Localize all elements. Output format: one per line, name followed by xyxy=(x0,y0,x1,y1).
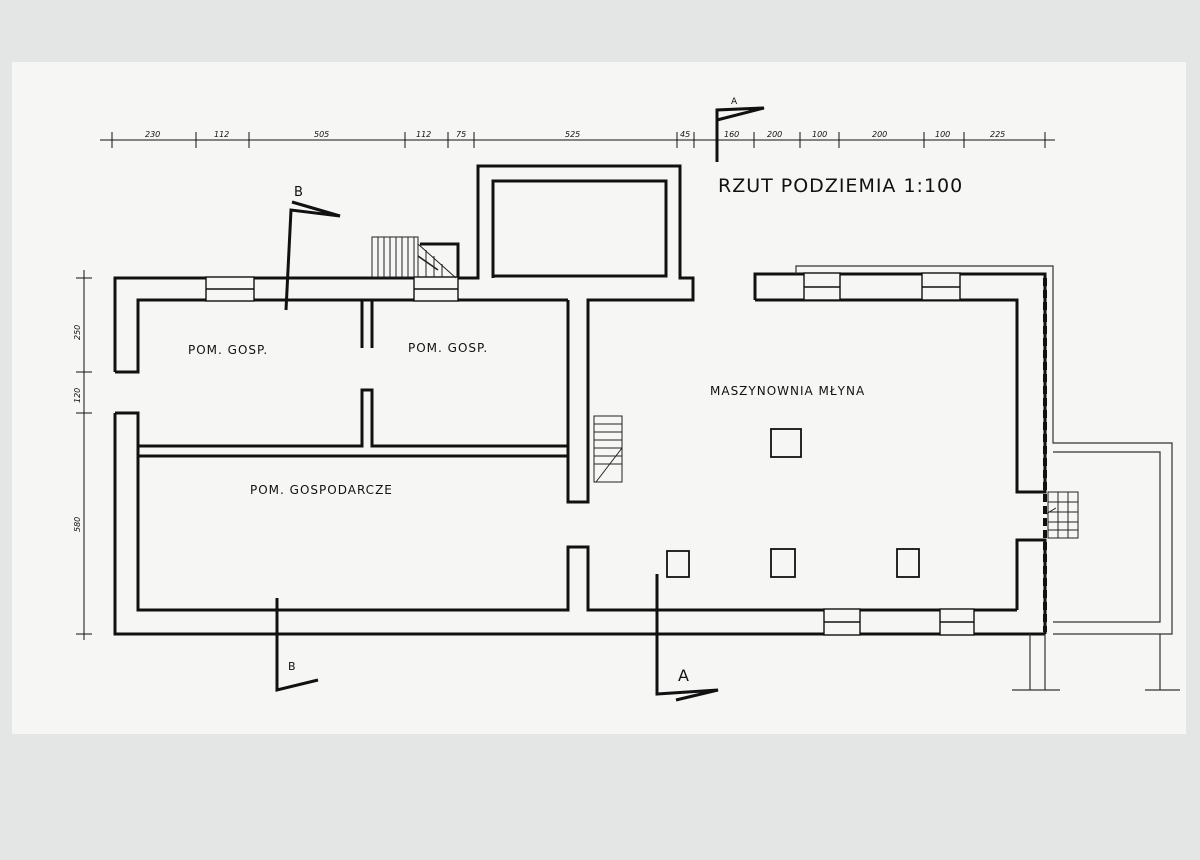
pillar xyxy=(770,548,796,578)
dim-top-3: 505 xyxy=(314,130,329,139)
dim-top-5: 75 xyxy=(456,130,466,139)
section-mark-b-bottom: B xyxy=(288,660,297,673)
dim-top-12: 100 xyxy=(935,130,950,139)
dim-left-2: 120 xyxy=(73,388,82,403)
dim-top-8: 160 xyxy=(724,130,739,139)
section-mark-a-bottom: A xyxy=(678,666,690,685)
dim-top-6: 525 xyxy=(565,130,580,139)
section-mark-b-top: B xyxy=(294,185,304,200)
walls xyxy=(113,164,1047,636)
drawing-sheet xyxy=(12,62,1186,734)
pillar xyxy=(770,428,802,458)
section-line-b xyxy=(275,200,341,692)
dimension-line-left xyxy=(76,270,92,640)
pillars xyxy=(666,428,920,578)
room-label-pom-gospodarcze: POM. GOSPODARCZE xyxy=(250,483,393,497)
drawing-title: RZUT PODZIEMIA 1:100 xyxy=(718,175,963,197)
dim-left-3: 580 xyxy=(73,517,82,532)
dim-top-10: 100 xyxy=(812,130,827,139)
dim-top-1: 230 xyxy=(145,130,160,139)
wall-partition-horizontal xyxy=(138,388,568,458)
pillar xyxy=(896,548,920,578)
wall-machine-room-south xyxy=(1015,538,1047,634)
stairs-east xyxy=(1045,491,1079,539)
windows xyxy=(205,272,975,636)
pillar xyxy=(666,550,690,578)
wall-north-west xyxy=(113,276,568,374)
room-label-pom-gosp-1: POM. GOSP. xyxy=(188,343,268,357)
dim-top-7: 45 xyxy=(680,130,690,139)
stairs-top xyxy=(371,236,457,279)
dim-top-2: 112 xyxy=(214,130,229,139)
wall-machine-room xyxy=(753,272,1047,494)
dimension-line-top xyxy=(100,132,1055,148)
wall-annex-inner xyxy=(491,179,668,278)
wall-partition-stub xyxy=(360,300,374,348)
dim-top-4: 112 xyxy=(416,130,431,139)
section-line-a xyxy=(655,106,765,702)
dim-top-11: 200 xyxy=(872,130,887,139)
dim-left-1: 250 xyxy=(73,325,82,340)
stairs-middle xyxy=(593,415,623,483)
outline-lines xyxy=(795,265,1180,691)
dim-top-9: 200 xyxy=(767,130,782,139)
section-mark-a-top: A xyxy=(731,97,738,107)
dim-top-13: 225 xyxy=(990,130,1005,139)
wall-spine xyxy=(420,164,695,504)
room-label-maszynownia: MASZYNOWNIA MŁYNA xyxy=(710,384,865,398)
room-label-pom-gosp-2: POM. GOSP. xyxy=(408,341,488,355)
